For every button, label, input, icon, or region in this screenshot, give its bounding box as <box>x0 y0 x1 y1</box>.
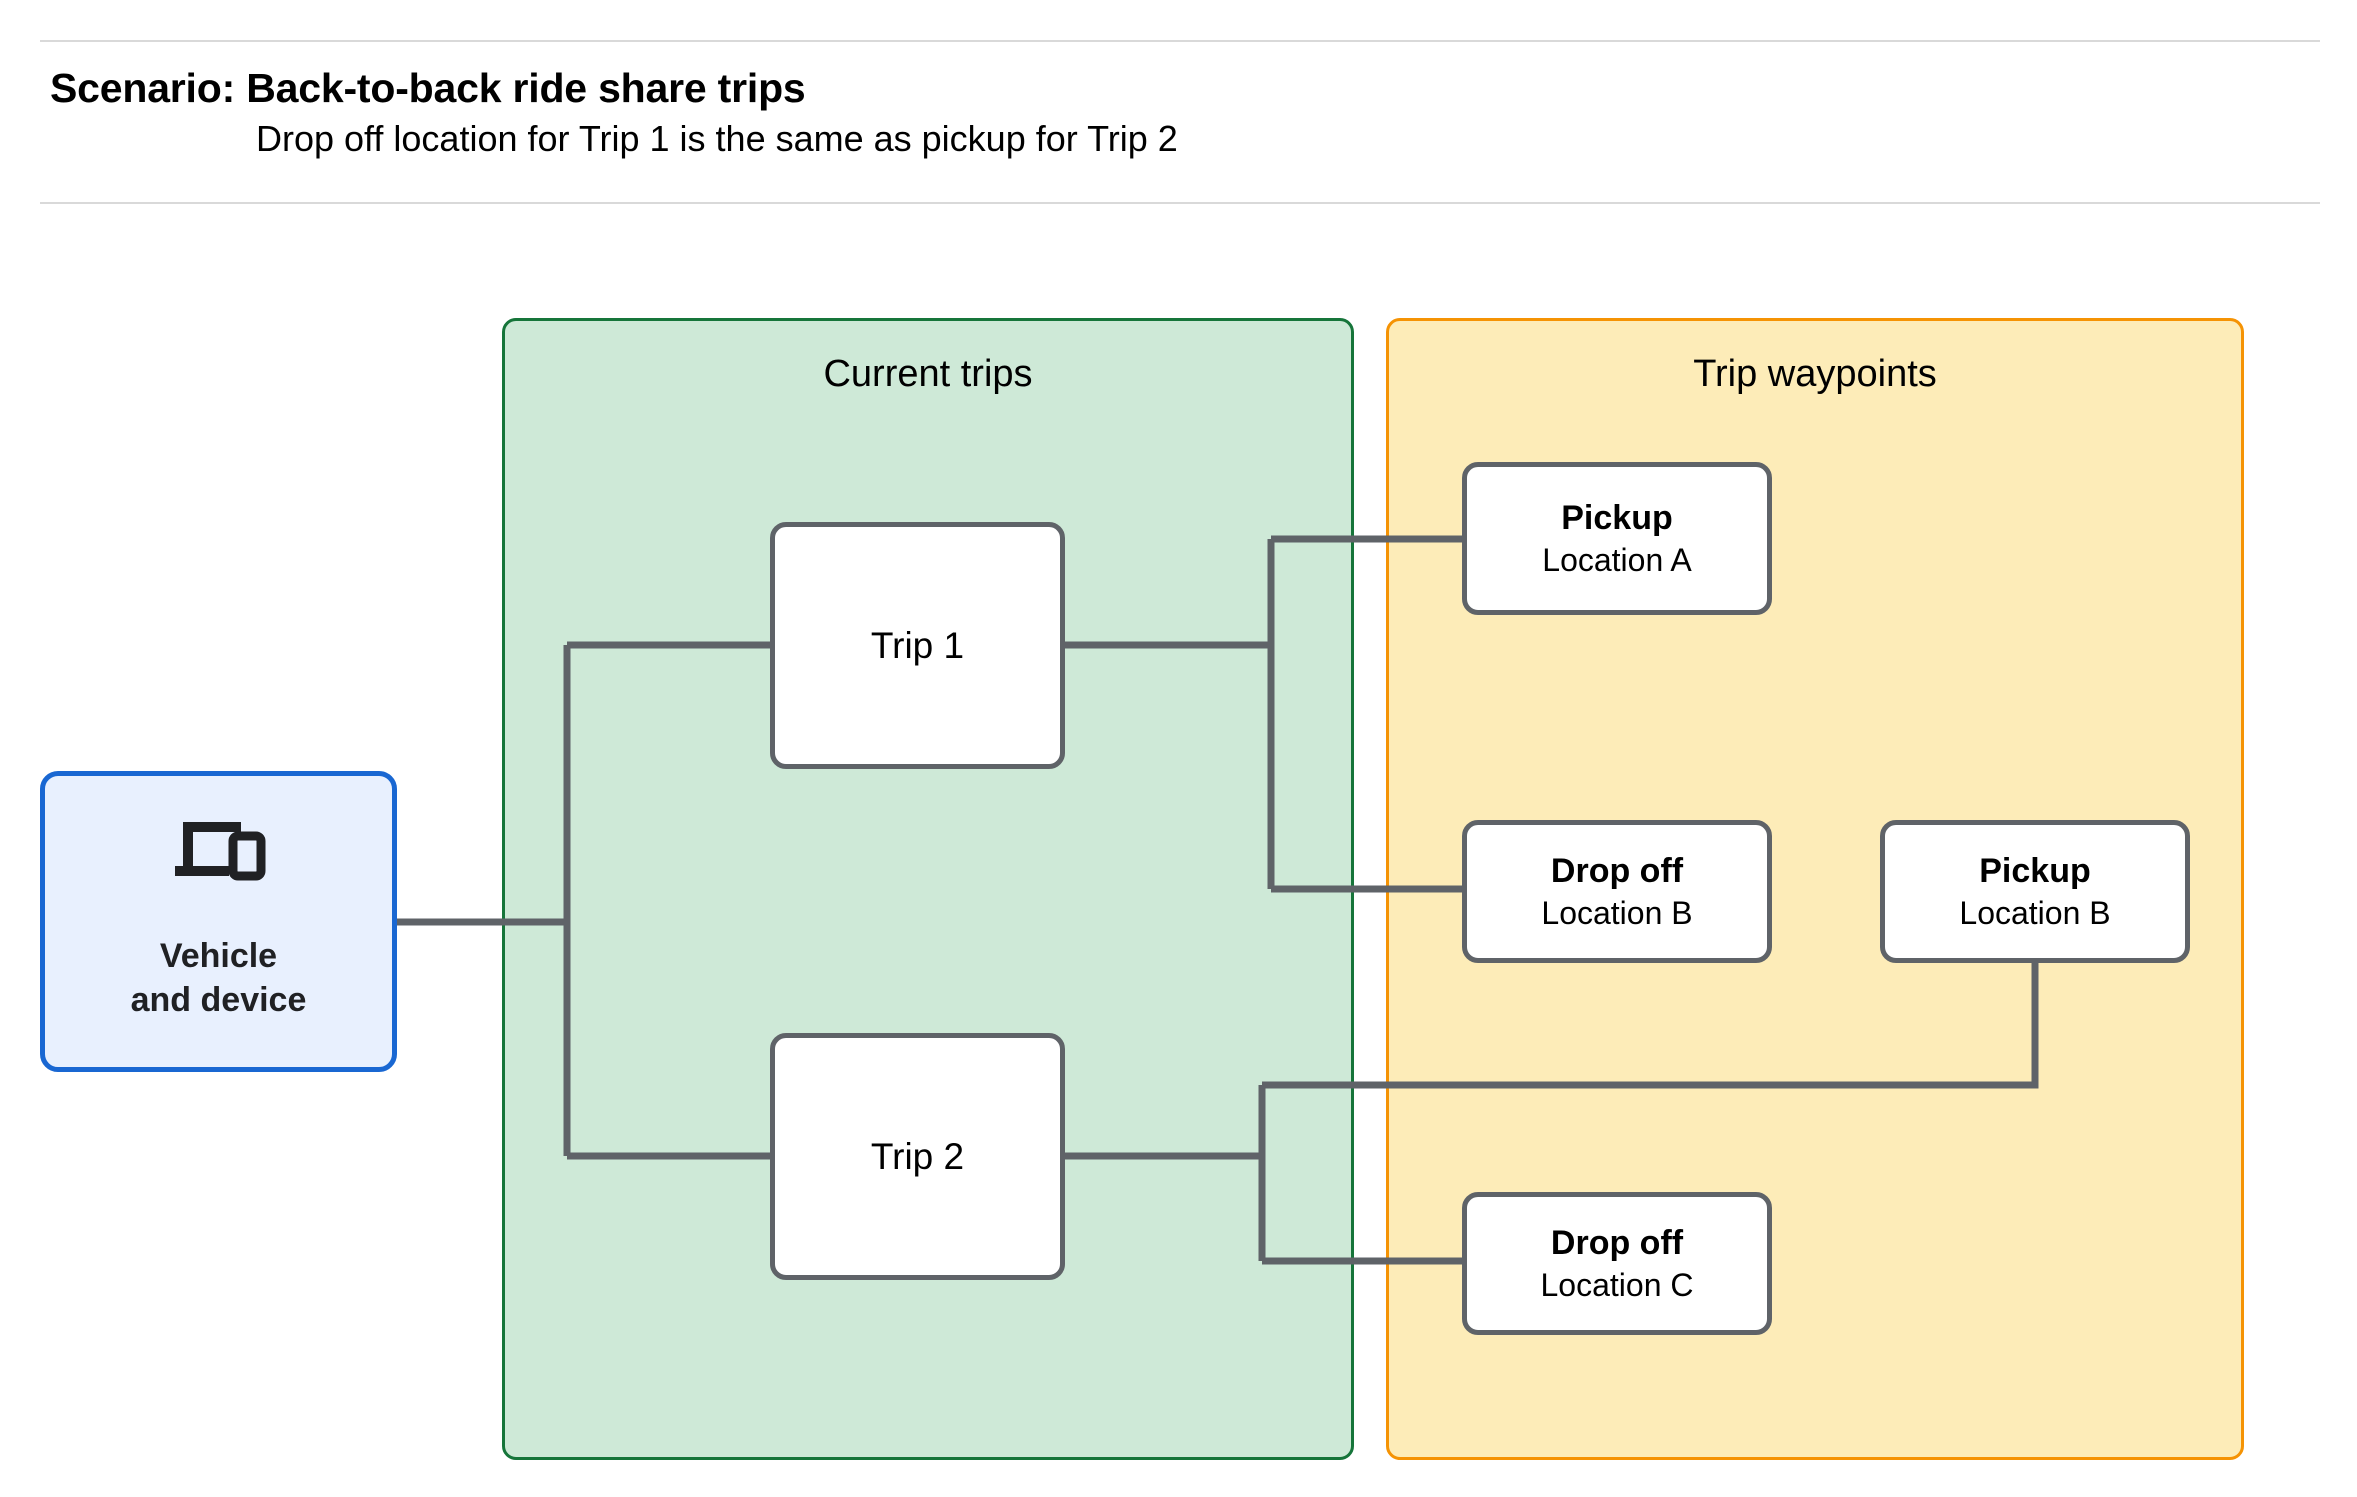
node-waypoint-pickup-a[interactable]: Pickup Location A <box>1462 462 1772 615</box>
waypoint-pickup-b-title: Pickup <box>1979 851 2091 890</box>
node-vehicle-and-device[interactable]: Vehicle and device <box>40 771 397 1072</box>
group-current-trips-title: Current trips <box>823 353 1033 395</box>
node-trip-2-label: Trip 2 <box>870 1135 965 1177</box>
page-subtitle: Drop off location for Trip 1 is the same… <box>256 118 1178 159</box>
group-current-trips: Current trips <box>502 318 1354 1460</box>
waypoint-pickup-b-location: Location B <box>1959 894 2111 931</box>
node-trip-1-label: Trip 1 <box>870 624 965 666</box>
node-waypoint-dropoff-c[interactable]: Drop off Location C <box>1462 1192 1772 1335</box>
page-title: Scenario: Back-to-back ride share trips <box>50 65 806 111</box>
waypoint-pickup-a-location: Location A <box>1542 541 1692 578</box>
node-waypoint-pickup-b[interactable]: Pickup Location B <box>1880 820 2190 963</box>
waypoint-pickup-a-title: Pickup <box>1561 498 1673 537</box>
node-waypoint-dropoff-b[interactable]: Drop off Location B <box>1462 820 1772 963</box>
waypoint-dropoff-b-title: Drop off <box>1550 851 1684 890</box>
laptop-and-phone-icon <box>174 822 265 881</box>
waypoint-dropoff-b-location: Location B <box>1541 894 1693 931</box>
node-vehicle-label: Vehicle and device <box>130 937 307 1019</box>
node-trip-1[interactable]: Trip 1 <box>770 522 1065 769</box>
header-rule-bottom <box>40 202 2320 204</box>
header-rule-top <box>40 40 2320 42</box>
waypoint-dropoff-c-title: Drop off <box>1550 1223 1684 1262</box>
waypoint-dropoff-c-location: Location C <box>1540 1266 1694 1303</box>
node-trip-2[interactable]: Trip 2 <box>770 1033 1065 1280</box>
group-trip-waypoints-title: Trip waypoints <box>1693 353 1937 395</box>
